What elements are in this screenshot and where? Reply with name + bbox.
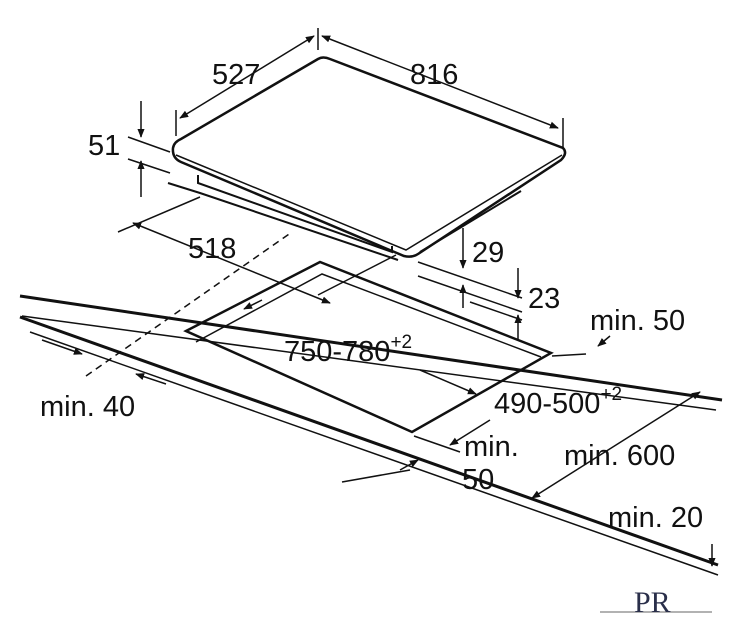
dim-518 <box>117 196 397 304</box>
logo-mark: PR <box>600 586 712 619</box>
worktop-back-edge-top <box>19 294 723 402</box>
hob-body-front <box>419 190 522 253</box>
dim-51 <box>127 101 171 197</box>
label-51: 51 <box>88 130 120 162</box>
label-518: 518 <box>188 233 236 265</box>
label-min-front-a: min. <box>464 431 519 463</box>
label-min-50-back: min. 50 <box>590 305 685 337</box>
dim-750-780 <box>243 299 477 395</box>
label-min-20: min. 20 <box>608 502 703 534</box>
label-min-600: min. 600 <box>564 440 675 472</box>
label-816: 816 <box>410 59 458 91</box>
dim-min-50-back <box>551 335 611 357</box>
label-23: 23 <box>528 283 560 315</box>
label-min-40: min. 40 <box>40 391 135 423</box>
dim-490-500 <box>449 419 491 446</box>
dim-min-40 <box>41 339 167 385</box>
dim-527 <box>175 28 319 136</box>
logo-text: PR <box>634 586 671 619</box>
label-750-780: 750-780+2 <box>284 332 412 368</box>
label-490-500: 490-500+2 <box>494 384 622 420</box>
label-490-500-tol: +2 <box>600 384 622 405</box>
label-527: 527 <box>212 59 260 91</box>
dim-23 <box>469 268 523 340</box>
hob-body-side <box>197 175 393 254</box>
worktop-front-edge-top <box>19 315 719 567</box>
dim-min-600 <box>531 391 701 499</box>
label-min-front-b: 50 <box>462 464 494 496</box>
dim-816 <box>321 35 564 148</box>
hob-base-lip <box>167 182 399 261</box>
label-750-780-value: 750-780 <box>284 336 390 368</box>
hob-top-edge-front <box>175 154 563 251</box>
hob <box>167 56 567 261</box>
hob-top-surface <box>171 56 567 258</box>
label-29: 29 <box>472 237 504 269</box>
label-750-780-tol: +2 <box>390 332 412 353</box>
label-490-500-value: 490-500 <box>494 388 600 420</box>
worktop-front-edge-bottom <box>29 331 719 576</box>
dim-min-50-front <box>341 435 461 483</box>
dim-29 <box>417 228 523 313</box>
